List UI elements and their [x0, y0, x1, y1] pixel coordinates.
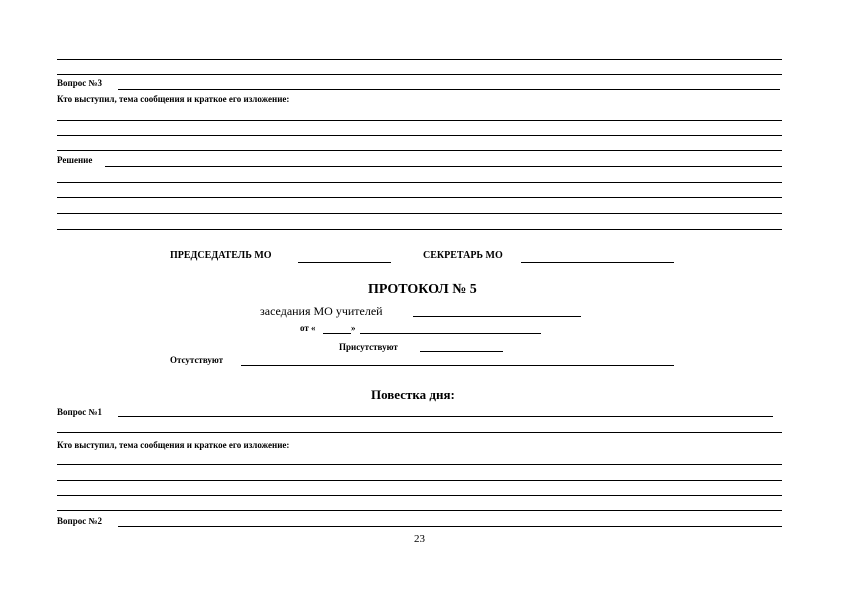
date-close-quote: »	[351, 323, 356, 333]
form-line	[57, 464, 782, 465]
protocol-title: ПРОТОКОЛ № 5	[368, 282, 477, 297]
question2-answer-line	[118, 526, 782, 527]
present-line	[420, 351, 503, 352]
form-line	[57, 480, 782, 481]
question2-label: Вопрос №2	[57, 516, 102, 526]
date-day-line	[323, 333, 351, 334]
form-line	[57, 432, 782, 433]
present-label: Присутствуют	[339, 342, 398, 352]
chair-signature-line	[298, 262, 391, 263]
question3-answer-line	[118, 89, 780, 90]
chair-label: ПРЕДСЕДАТЕЛЬ МО	[170, 250, 272, 261]
secretary-signature-line	[521, 262, 674, 263]
secretary-label: СЕКРЕТАРЬ МО	[423, 250, 503, 261]
form-line	[57, 182, 782, 183]
speakers-label-top: Кто выступил, тема сообщения и краткое е…	[57, 94, 290, 104]
form-line	[57, 120, 782, 121]
speakers-label-bottom: Кто выступил, тема сообщения и краткое е…	[57, 440, 290, 450]
form-line	[57, 197, 782, 198]
absent-line	[241, 365, 674, 366]
form-line	[57, 510, 782, 511]
form-line	[57, 150, 782, 151]
question1-answer-line	[118, 416, 773, 417]
date-month-line	[360, 333, 541, 334]
decision-answer-line	[105, 166, 782, 167]
form-line	[57, 59, 782, 60]
meeting-label: заседания МО учителей	[260, 304, 383, 318]
absent-label: Отсутствуют	[170, 355, 224, 365]
form-line	[57, 74, 782, 75]
date-from-label: от «	[300, 323, 316, 333]
form-line	[57, 213, 782, 214]
form-line	[57, 135, 782, 136]
question3-label: Вопрос №3	[57, 78, 102, 88]
question1-label: Вопрос №1	[57, 407, 102, 417]
form-line	[57, 229, 782, 230]
decision-label: Решение	[57, 155, 93, 165]
meeting-line	[413, 316, 581, 317]
form-line	[57, 495, 782, 496]
agenda-title: Повестка дня:	[371, 387, 455, 402]
page-number: 23	[414, 533, 425, 545]
